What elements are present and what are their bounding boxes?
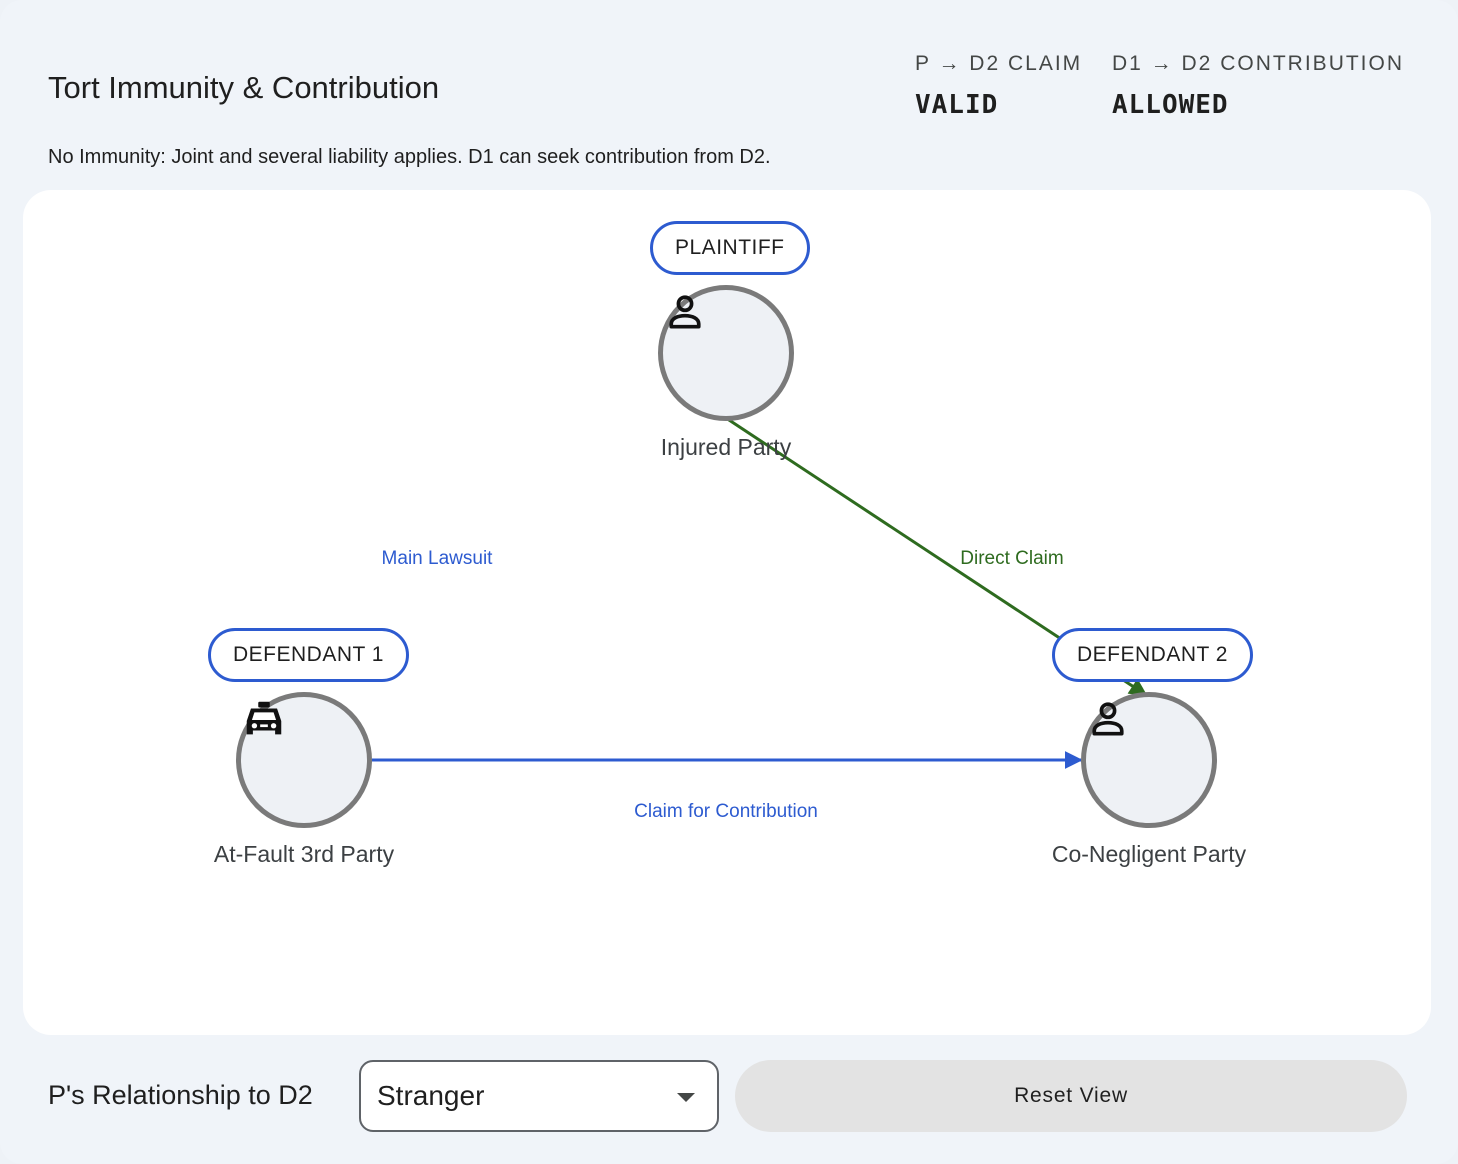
reset-view-button[interactable]: Reset View — [735, 1060, 1407, 1132]
contribution-label: Claim for Contribution — [634, 801, 818, 822]
contribution-status-value: ALLOWED — [1112, 90, 1229, 120]
direct-claim-label: Direct Claim — [960, 548, 1064, 569]
defendant2-node[interactable] — [1081, 692, 1217, 828]
defendant1-badge: DEFENDANT 1 — [208, 628, 409, 682]
defendant1-caption: At-Fault 3rd Party — [213, 841, 395, 867]
claim-status: P → D2 CLAIM VALID — [915, 52, 1082, 120]
contribution-status-label: D1 → D2 CONTRIBUTION — [1112, 52, 1405, 75]
main-lawsuit-label: Main Lawsuit — [381, 548, 493, 569]
relationship-select-value: Stranger — [377, 1080, 485, 1111]
defendant2-badge: DEFENDANT 2 — [1052, 628, 1253, 682]
claim-status-value: VALID — [915, 90, 999, 120]
claim-status-label: P → D2 CLAIM — [915, 52, 1083, 75]
relationship-label: P's Relationship to D2 — [48, 1080, 313, 1110]
plaintiff-caption: Injured Party — [660, 434, 792, 460]
diagram-canvas[interactable]: PLAINTIFF Injured Party DEFENDANT 1 At-F… — [23, 190, 1431, 1035]
contribution-status: D1 → D2 CONTRIBUTION ALLOWED — [1112, 52, 1404, 120]
defendant2-caption: Co-Negligent Party — [1051, 841, 1247, 867]
person-icon — [669, 295, 701, 329]
taxi-icon — [246, 701, 282, 735]
status-message: No Immunity: Joint and several liability… — [48, 146, 771, 168]
plaintiff-badge: PLAINTIFF — [650, 221, 810, 275]
page-title: Tort Immunity & Contribution — [48, 70, 440, 105]
defendant1-node[interactable] — [236, 692, 372, 828]
chevron-down-icon — [677, 1093, 695, 1102]
person-icon — [1092, 702, 1124, 736]
plaintiff-node[interactable] — [658, 285, 794, 421]
relationship-select[interactable]: Stranger — [359, 1060, 719, 1132]
